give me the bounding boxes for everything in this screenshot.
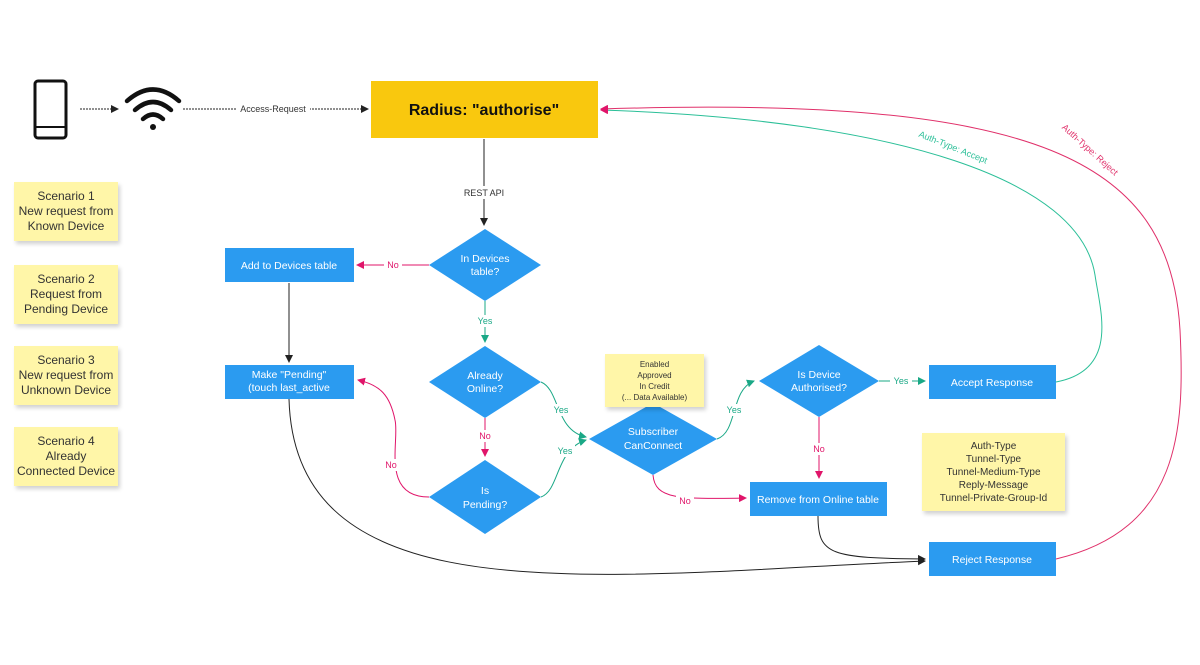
scenario-4-line2: Already bbox=[45, 449, 87, 463]
subscriber-label-2: CanConnect bbox=[624, 440, 682, 452]
in-devices-decision[interactable] bbox=[429, 229, 541, 301]
edge-auth-accept bbox=[600, 106, 1103, 383]
reject-response-label: Reject Response bbox=[952, 554, 1032, 566]
scenario-3-title: Scenario 3 bbox=[37, 353, 95, 367]
add-devices-node[interactable] bbox=[225, 248, 354, 282]
phone-icon bbox=[33, 79, 68, 140]
label-rest-api: REST API bbox=[464, 188, 504, 198]
label-no-sub-remove: No bbox=[679, 496, 691, 506]
scenario-4-sticky: Scenario 4 Already Connected Device bbox=[14, 427, 118, 486]
accept-response-label: Accept Response bbox=[951, 377, 1033, 389]
remove-online-label: Remove from Online table bbox=[757, 494, 879, 506]
condition-in-credit: In Credit bbox=[639, 381, 670, 391]
label-no-pending: No bbox=[479, 431, 491, 441]
edge-auth-reject bbox=[600, 104, 1182, 560]
edge-no-subscriber-remove bbox=[652, 474, 747, 503]
edge-yes-pending-subscriber bbox=[540, 438, 587, 498]
scenario-3-sticky: Scenario 3 New request from Unknown Devi… bbox=[14, 346, 118, 405]
already-online-decision[interactable] bbox=[429, 346, 541, 418]
subscriber-canconnect-decision[interactable] bbox=[589, 403, 717, 475]
label-no-add: No bbox=[387, 260, 399, 270]
attribute-tunnel-medium-type: Tunnel-Medium-Type bbox=[946, 466, 1041, 478]
reject-response-node[interactable] bbox=[929, 542, 1056, 576]
scenario-2-sticky: Scenario 2 Request from Pending Device bbox=[14, 265, 118, 324]
scenario-1-line3: Known Device bbox=[27, 219, 105, 233]
scenario-3-line3: Unknown Device bbox=[20, 383, 112, 397]
remove-online-node[interactable] bbox=[750, 482, 887, 516]
attributes-sticky: Auth-Type Tunnel-Type Tunnel-Medium-Type… bbox=[922, 433, 1065, 511]
label-yes-online: Yes bbox=[478, 316, 493, 326]
attribute-tunnel-private-group-id: Tunnel-Private-Group-Id bbox=[939, 492, 1048, 504]
attribute-auth-type: Auth-Type bbox=[970, 440, 1017, 452]
scenario-3-line2: New request from bbox=[18, 368, 114, 382]
make-pending-label-2: (touch last_active bbox=[248, 382, 330, 394]
subscriber-label-1: Subscriber bbox=[628, 426, 679, 438]
is-pending-decision[interactable] bbox=[429, 460, 541, 534]
scenario-1-sticky: Scenario 1 New request from Known Device bbox=[14, 182, 118, 241]
condition-data-available: (... Data Available) bbox=[621, 392, 688, 402]
label-yes-sub-top: Yes bbox=[554, 405, 569, 415]
scenario-2-line2: Request from bbox=[29, 287, 103, 301]
condition-approved: Approved bbox=[637, 370, 672, 380]
attribute-tunnel-type: Tunnel-Type bbox=[965, 453, 1022, 465]
conditions-sticky: Enabled Approved In Credit (... Data Ava… bbox=[605, 354, 704, 407]
accept-response-node[interactable] bbox=[929, 365, 1056, 399]
label-no-remove: No bbox=[813, 444, 825, 454]
label-yes-accept: Yes bbox=[894, 376, 909, 386]
label-no-back: No bbox=[385, 460, 397, 470]
scenario-4-line3: Connected Device bbox=[16, 464, 116, 478]
label-access-request: Access-Request bbox=[240, 104, 306, 114]
make-pending-label-1: Make "Pending" bbox=[252, 369, 327, 381]
edge-remove-reject bbox=[817, 515, 926, 563]
scenario-2-line3: Pending Device bbox=[23, 302, 109, 316]
add-devices-label: Add to Devices table bbox=[241, 260, 337, 272]
wifi-icon bbox=[124, 87, 182, 130]
edge-no-make-pending bbox=[357, 377, 430, 498]
make-pending-node[interactable] bbox=[225, 365, 354, 399]
already-online-label-2: Online? bbox=[467, 383, 503, 395]
label-yes-sub-bottom: Yes bbox=[558, 446, 573, 456]
is-authorised-decision[interactable] bbox=[759, 345, 879, 417]
scenario-1-line2: New request from bbox=[18, 204, 114, 218]
label-yes-auth: Yes bbox=[727, 405, 742, 415]
is-authorised-label-2: Authorised? bbox=[791, 382, 847, 394]
is-pending-label-1: Is bbox=[481, 485, 489, 497]
scenario-4-title: Scenario 4 bbox=[37, 434, 95, 448]
radius-authorise-label: Radius: "authorise" bbox=[409, 102, 559, 119]
edge-make-pending-reject bbox=[288, 398, 926, 575]
condition-enabled: Enabled bbox=[639, 359, 670, 369]
radius-authorise-node[interactable] bbox=[371, 81, 598, 138]
scenario-2-title: Scenario 2 bbox=[37, 272, 95, 286]
already-online-label-1: Already bbox=[467, 370, 503, 382]
scenario-1-title: Scenario 1 bbox=[37, 189, 95, 203]
in-devices-label: In Devices bbox=[460, 253, 509, 265]
attribute-reply-message: Reply-Message bbox=[958, 479, 1029, 491]
in-devices-label-2: table? bbox=[471, 266, 500, 278]
is-authorised-label-1: Is Device bbox=[797, 369, 840, 381]
is-pending-label-2: Pending? bbox=[463, 499, 508, 511]
